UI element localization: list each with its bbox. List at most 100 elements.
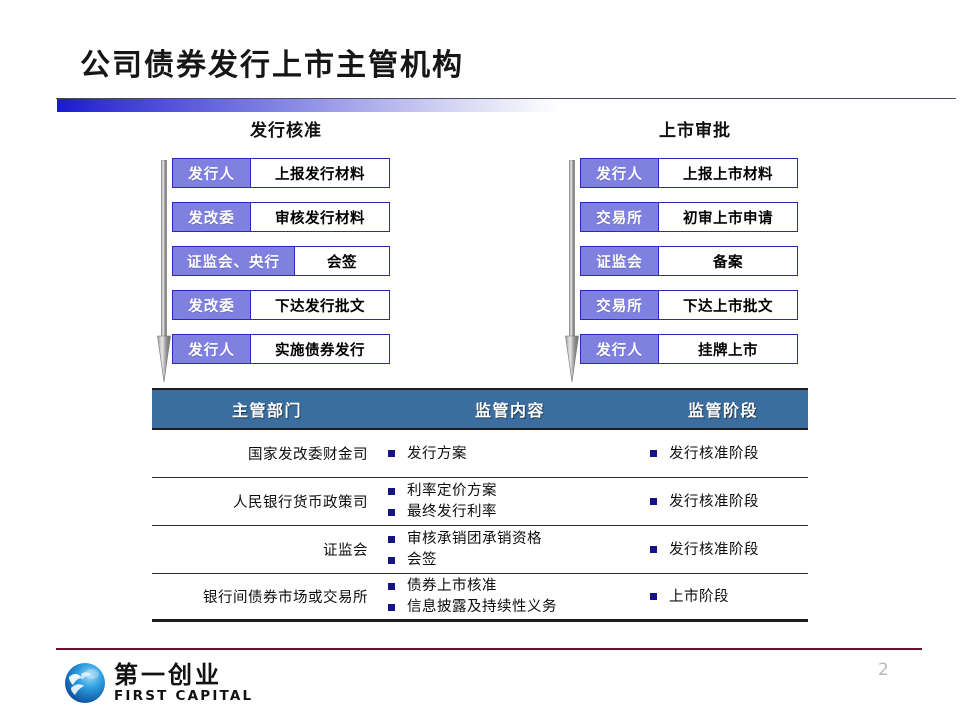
column-header-department: 主管部门 [231,401,302,420]
flow-section-heading: 发行核准 [250,121,322,141]
flow-step-action: 初审上市申请 [683,210,773,227]
cell-scope: 债券上市核准 信息披露及持续性义务 [382,576,638,617]
column-header-stage: 监管阶段 [687,401,758,420]
bullet-text: 审核承销团承销资格 [407,531,542,547]
bullet-text: 债券上市核准 [407,578,497,594]
flow-step: 发改委 审核发行材料 [172,202,390,232]
bullet-text: 发行核准阶段 [669,493,759,510]
flow-step-actor: 发行人 [173,159,251,187]
cell-department: 证监会 [323,543,368,559]
flow-section-issuance-approval: 发行核准 发行人 上报发行材料 发改委 审核发行材料 证监会、央行 会签 发改委 [150,120,400,382]
company-logo: 第一创业 FIRST CAPITAL [62,657,262,709]
bullet-square-icon [388,535,395,543]
flow-section-listing-approval: 上市审批 发行人 上报上市材料 交易所 初审上市申请 证监会 备案 交易所 [558,120,810,382]
table-row: 银行间债券市场或交易所 债券上市核准 信息披露及持续性义务 上市阶段 [152,574,808,622]
page-number: 2 [878,660,889,680]
bullet-square-icon [388,603,395,611]
flow-step: 发行人 上报上市材料 [580,158,798,188]
bullet-item: 发行核准阶段 [650,492,808,512]
flow-step-action: 审核发行材料 [275,210,365,227]
cell-stage: 发行核准阶段 [638,444,808,464]
bullet-square-icon [650,593,657,600]
cell-stage: 上市阶段 [638,587,808,607]
bullet-text: 上市阶段 [669,588,729,605]
bullet-item: 审核承销团承销资格 [388,529,638,549]
flow-step: 交易所 初审上市申请 [580,202,798,232]
bullet-item: 发行核准阶段 [650,540,808,560]
cell-scope: 利率定价方案 最终发行利率 [382,481,638,522]
title-divider-rule [56,98,956,99]
bullet-square-icon [388,556,395,564]
logo-wordmark: 第一创业 FIRST CAPITAL [114,662,253,704]
bullet-square-icon [650,450,657,457]
bullet-square-icon [650,546,657,553]
cell-stage: 发行核准阶段 [638,540,808,560]
bullet-item: 信息披露及持续性义务 [388,597,638,617]
flow-step: 发行人 上报发行材料 [172,158,390,188]
flow-step-action: 实施债券发行 [275,342,365,359]
bullet-text: 信息披露及持续性义务 [407,599,557,615]
flow-step-actor: 发行人 [581,159,659,187]
regulator-table: 主管部门 监管内容 监管阶段 国家发改委财金司 发行方案 发行核准阶段 人民银行… [152,388,808,622]
flow-step-action: 下达发行批文 [275,298,365,315]
table-row: 证监会 审核承销团承销资格 会签 发行核准阶段 [152,526,808,574]
table-row: 国家发改委财金司 发行方案 发行核准阶段 [152,430,808,478]
column-header-scope: 监管内容 [474,401,545,420]
logo-name-en: FIRST CAPITAL [114,688,254,704]
footer-divider-rule [56,648,922,650]
cell-stage: 发行核准阶段 [638,492,808,512]
table-header-row: 主管部门 监管内容 监管阶段 [152,388,808,430]
flow-step-list: 发行人 上报上市材料 交易所 初审上市申请 证监会 备案 交易所 下达上市批文 … [580,158,798,364]
flow-step-actor: 发改委 [173,203,251,231]
page-title: 公司债券发行上市主管机构 [80,48,464,83]
flow-step-actor: 发行人 [173,335,251,363]
title-gradient-bar [57,99,560,112]
flow-step-actor: 交易所 [581,291,659,319]
flow-step-actor: 证监会 [581,247,659,275]
bullet-item: 会签 [388,550,638,570]
down-arrow-icon [157,160,171,382]
table-row: 人民银行货币政策司 利率定价方案 最终发行利率 发行核准阶段 [152,478,808,526]
flow-step-actor: 发行人 [581,335,659,363]
cell-scope: 发行方案 [382,444,638,464]
flow-step-actor: 发改委 [173,291,251,319]
cell-scope: 审核承销团承销资格 会签 [382,529,638,570]
flow-step-action: 会签 [327,254,357,271]
flow-step-action: 上报上市材料 [683,166,773,183]
bullet-text: 发行核准阶段 [669,541,759,558]
flow-step-action: 下达上市批文 [683,298,773,315]
bullet-item: 发行方案 [388,444,638,464]
bullet-square-icon [388,450,395,457]
flow-step-list: 发行人 上报发行材料 发改委 审核发行材料 证监会、央行 会签 发改委 下达发行… [172,158,390,364]
bullet-item: 上市阶段 [650,587,808,607]
bullet-square-icon [388,582,395,590]
bullet-text: 最终发行利率 [407,504,497,520]
cell-department: 人民银行货币政策司 [233,495,368,511]
bullet-item: 最终发行利率 [388,502,638,522]
down-arrow-icon [565,160,579,382]
flow-step: 证监会 备案 [580,246,798,276]
logo-name-cn: 第一创业 [114,661,222,689]
bullet-item: 债券上市核准 [388,576,638,596]
bullet-square-icon [388,508,395,516]
bullet-text: 发行核准阶段 [669,445,759,462]
flow-step-action: 上报发行材料 [275,166,365,183]
cell-department: 国家发改委财金司 [248,447,368,463]
flow-step: 交易所 下达上市批文 [580,290,798,320]
bullet-item: 利率定价方案 [388,481,638,501]
flow-step-action: 备案 [713,254,743,271]
flow-step-actor: 证监会、央行 [173,247,295,275]
flow-step-actor: 交易所 [581,203,659,231]
cell-department: 银行间债券市场或交易所 [203,590,368,606]
bullet-square-icon [388,487,395,495]
bullet-square-icon [650,498,657,505]
flow-step: 发行人 挂牌上市 [580,334,798,364]
bullet-text: 发行方案 [407,445,467,462]
bullet-text: 会签 [407,552,437,568]
flow-step: 发改委 下达发行批文 [172,290,390,320]
flow-step-action: 挂牌上市 [698,342,758,359]
globe-icon [65,663,105,703]
flow-step: 发行人 实施债券发行 [172,334,390,364]
bullet-item: 发行核准阶段 [650,444,808,464]
flow-section-heading: 上市审批 [659,121,731,141]
